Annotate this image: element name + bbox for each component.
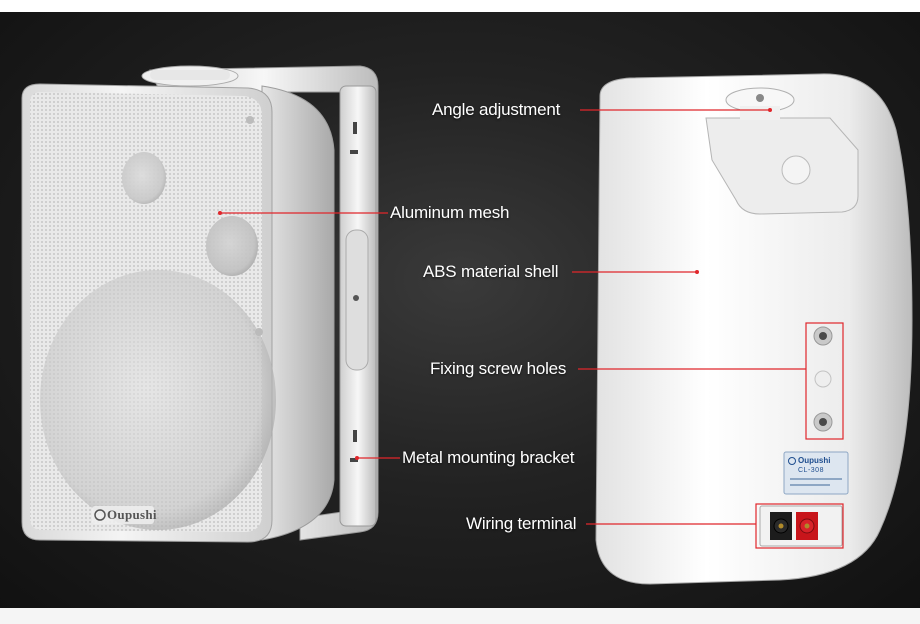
front-brand-logo: Oupushi [107, 507, 157, 522]
callout-metal-mounting-bracket: Metal mounting bracket [402, 448, 575, 467]
mounting-bracket [149, 65, 379, 541]
callout-aluminum-mesh: Aluminum mesh [390, 203, 510, 222]
callout-angle-adjustment: Angle adjustment [432, 100, 561, 119]
holes-highlight-box [805, 322, 844, 440]
top-border [0, 0, 920, 12]
front-speaker [21, 65, 335, 543]
callout-wiring-terminal: Wiring terminal [466, 514, 577, 533]
rear-label-model: CL-308 [798, 467, 824, 474]
bottom-border [0, 608, 920, 624]
rear-speaker [595, 73, 913, 585]
callout-fixing-screw-holes: Fixing screw holes [430, 359, 567, 378]
callout-lines [218, 108, 844, 549]
callout-abs-shell: ABS material shell [423, 262, 559, 281]
rear-label-brand: Oupushi [798, 456, 831, 465]
terminal-highlight-box [755, 503, 844, 549]
